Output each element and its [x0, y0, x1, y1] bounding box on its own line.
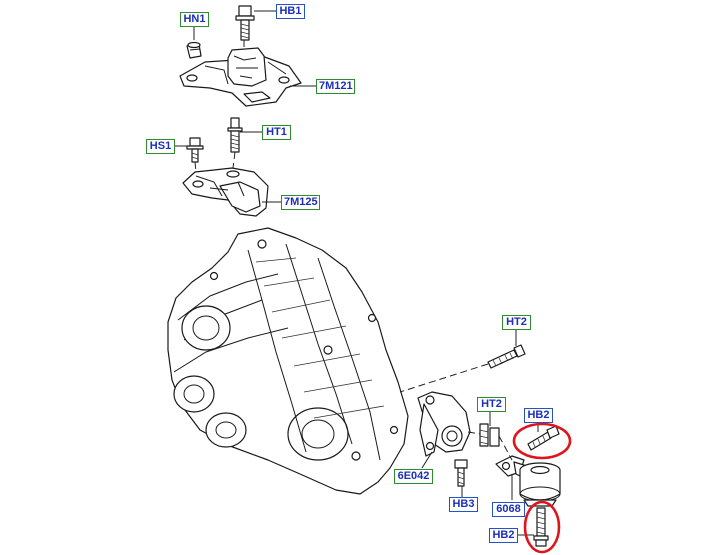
stud-ht2-middle-drawing: [479, 423, 500, 447]
nut-hn1-drawing: [186, 41, 202, 59]
label-hn1[interactable]: HN1: [180, 12, 209, 27]
label-hs1[interactable]: HS1: [146, 139, 175, 154]
alignment-lines: [194, 40, 513, 461]
label-7m125[interactable]: 7M125: [281, 195, 320, 210]
label-hb2-upper[interactable]: HB2: [524, 408, 553, 423]
bolt-hb2-lower-drawing: [533, 507, 549, 547]
bolt-hb1-drawing: [235, 5, 255, 41]
label-ht1[interactable]: HT1: [262, 125, 291, 140]
label-ht2-upper[interactable]: HT2: [502, 315, 531, 330]
label-hb1[interactable]: HB1: [276, 4, 305, 19]
label-7m121[interactable]: 7M121: [316, 79, 355, 94]
bolt-hb2-upper-drawing: [527, 425, 560, 451]
bolt-hb3-drawing: [454, 459, 468, 487]
label-hb3[interactable]: HB3: [449, 497, 478, 512]
mount-bracket-7m121-drawing: [179, 47, 302, 107]
label-ht2-middle[interactable]: HT2: [477, 397, 506, 412]
transmission-housing-drawing: [167, 227, 409, 495]
label-6e042[interactable]: 6E042: [394, 469, 433, 484]
stud-ht2-upper-drawing: [487, 344, 526, 369]
bolt-hs1-drawing: [186, 137, 204, 163]
support-bracket-6e042-drawing: [417, 391, 471, 457]
mount-bracket-7m125-drawing: [182, 167, 269, 217]
label-hb2-lower[interactable]: HB2: [489, 528, 518, 543]
stud-ht1-drawing: [227, 117, 243, 153]
label-6068[interactable]: 6068: [492, 502, 525, 517]
highlight-circle-hb2-lower: [523, 500, 561, 554]
engine-mount-6068-drawing: [495, 455, 561, 507]
highlight-circle-hb2-upper: [512, 422, 572, 460]
leader-lines: [175, 10, 539, 536]
